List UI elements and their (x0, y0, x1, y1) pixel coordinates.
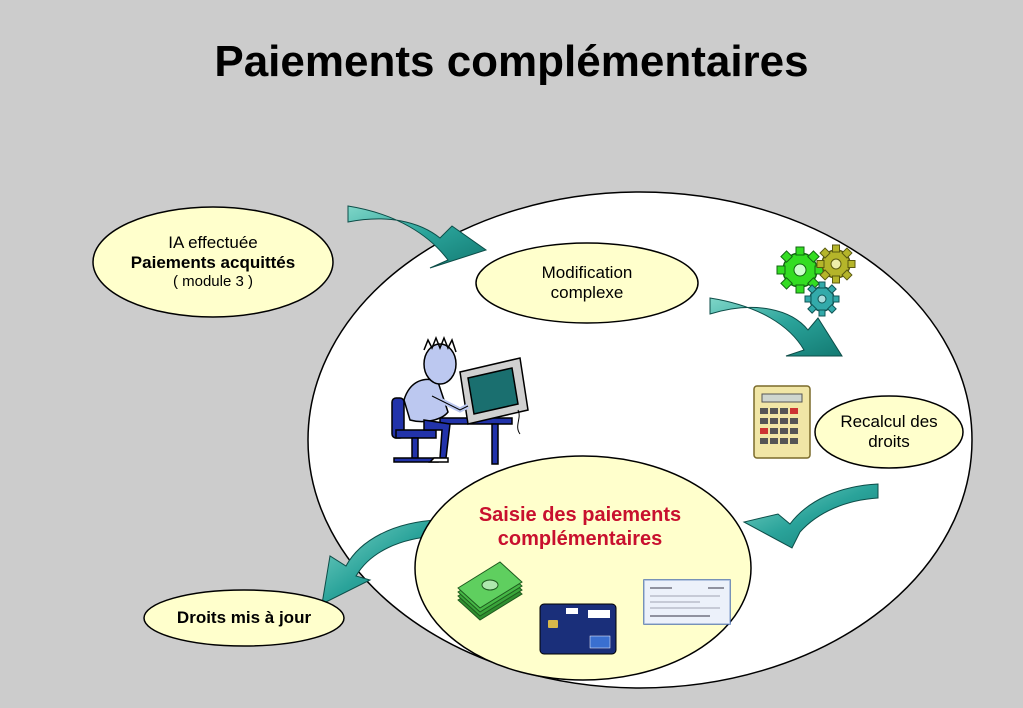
node-ia-effectuee: IA effectuée Paiements acquittés ( modul… (93, 207, 333, 317)
node-modification-line1: Modification (541, 262, 633, 282)
arrow-recalcul-to-saisie (742, 483, 879, 549)
node-modification-line2: complexe (550, 283, 624, 302)
node-recalcul-droits: Recalcul des droits (815, 396, 963, 468)
bank-card-icon (539, 603, 617, 655)
node-ia-line3: ( module 3 ) (172, 273, 254, 291)
node-ia-line1: IA effectuée (168, 232, 258, 252)
page-title: Paiements complémentaires (214, 37, 809, 86)
node-modification-shape (475, 242, 699, 324)
node-droits-mis-a-jour: Droits mis à jour (144, 590, 344, 646)
person-at-computer-icon (391, 335, 529, 465)
arrow-modification-to-recalcul (709, 297, 843, 357)
arrow-ia-to-modification (347, 205, 488, 269)
gears-icon (776, 244, 856, 317)
node-droits-shape (143, 589, 345, 647)
calculator-icon (753, 385, 811, 459)
node-saisie-paiements: Saisie des paiements complémentaires (440, 492, 720, 562)
cheque-icon (643, 579, 731, 625)
node-recalcul-line2: droits (868, 432, 910, 451)
node-saisie-line2: complémentaires (497, 528, 663, 550)
banknotes-icon (457, 561, 523, 621)
node-recalcul-line1: Recalcul des (840, 411, 938, 431)
node-droits-label: Droits mis à jour (176, 607, 312, 627)
node-saisie-line1: Saisie des paiements (478, 504, 682, 526)
node-modification-complexe: Modification complexe (476, 243, 698, 323)
node-recalcul-shape (814, 395, 964, 469)
node-ia-line2: Paiements acquittés (130, 253, 296, 272)
node-ia-shape (92, 206, 334, 318)
